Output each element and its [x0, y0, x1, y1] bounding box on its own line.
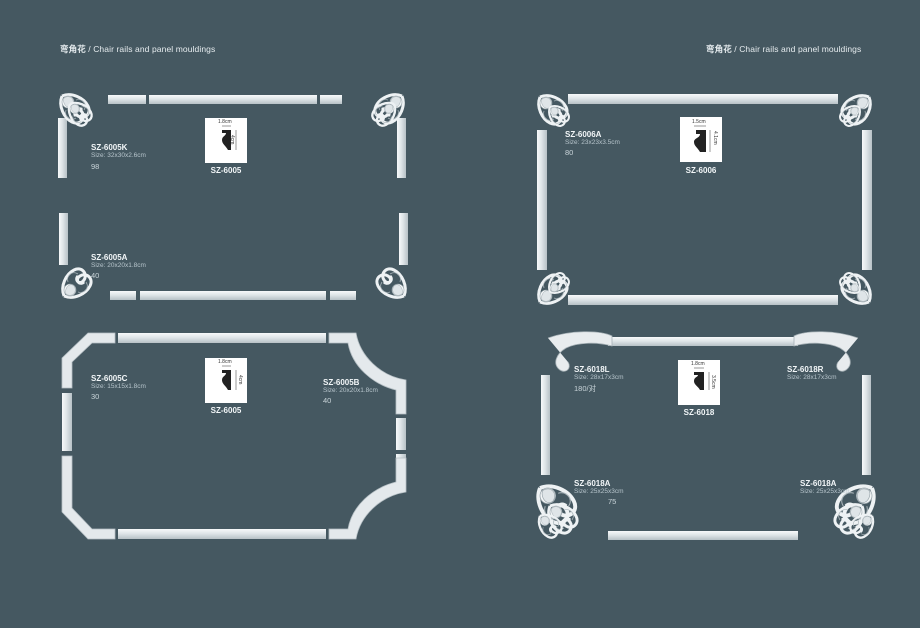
profile-2-width: 1.5cm	[692, 119, 706, 125]
label-sz6018a-left: SZ-6018A Size: 25x25x3cm 75	[574, 479, 624, 506]
profile-4-code: SZ-6018	[683, 408, 715, 417]
panel-sz6018-frame	[536, 331, 876, 540]
profile-3-width: 1.8cm	[218, 359, 232, 365]
corner-ornament	[536, 484, 579, 539]
product-code: SZ-6006A	[565, 130, 602, 139]
profile-box-4	[678, 360, 720, 405]
product-price: 180/对	[574, 384, 597, 393]
panel-sz6006a-frame	[537, 94, 872, 305]
profile-2-code: SZ-6006	[685, 166, 717, 175]
label-sz6018a-right: SZ-6018A Size: 25x25x3cm	[800, 479, 850, 495]
product-size: Size: 32x30x2.6cm	[91, 152, 146, 159]
product-code: SZ-6005C	[91, 374, 128, 383]
label-sz6006a: SZ-6006A Size: 23x23x3.5cm 80	[565, 130, 620, 157]
header-left: 弯角花 / Chair rails and panel mouldings	[60, 43, 215, 55]
product-code: SZ-6018A	[574, 479, 611, 488]
profile-1-code: SZ-6005	[210, 166, 242, 175]
product-size: Size: 25x25x3cm	[800, 488, 850, 495]
product-price: 40	[91, 271, 100, 280]
profile-1-height: 4cm	[229, 135, 235, 145]
header-right-en: / Chair rails and panel mouldings	[731, 44, 862, 54]
product-code: SZ-6018R	[787, 365, 824, 374]
product-price: 40	[323, 396, 332, 405]
label-sz6005b: SZ-6005B Size: 20x20x1.8cm 40	[323, 378, 378, 405]
corner-ornament	[537, 94, 571, 128]
profile-3-code: SZ-6005	[210, 406, 242, 415]
header-left-cn: 弯角花	[60, 45, 86, 55]
header-right: 弯角花 / Chair rails and panel mouldings	[706, 43, 861, 55]
corner-ornament	[375, 267, 407, 299]
product-price: 75	[608, 497, 617, 506]
profile-box-1	[205, 118, 247, 163]
panel-sz6005c-frame	[61, 332, 407, 540]
product-price: 30	[91, 392, 100, 401]
corner-ornament	[838, 94, 872, 128]
profile-3-height: 4cm	[237, 375, 243, 385]
label-sz6005a: SZ-6005A Size: 20x20x1.8cm 40	[91, 253, 146, 280]
product-size: Size: 25x25x3cm	[574, 488, 624, 495]
product-size: Size: 20x20x1.8cm	[91, 262, 146, 269]
product-size: Size: 23x23x3.5cm	[565, 139, 620, 146]
product-code: SZ-6005K	[91, 143, 128, 152]
product-size: Size: 15x15x1.8cm	[91, 383, 146, 390]
product-price: 80	[565, 148, 574, 157]
profile-4-width: 1.8cm	[691, 361, 705, 367]
profile-box-2	[680, 117, 722, 162]
product-code: SZ-6018L	[574, 365, 610, 374]
product-size: Size: 28x17x3cm	[574, 374, 624, 381]
profile-1-width: 1.8cm	[218, 119, 232, 125]
label-sz6018l: SZ-6018L Size: 28x17x3cm 180/对	[574, 365, 624, 394]
product-code: SZ-6005B	[323, 378, 360, 387]
label-sz6005k: SZ-6005K Size: 32x30x2.6cm 98	[91, 143, 146, 171]
product-size: Size: 28x17x3cm	[787, 374, 837, 381]
product-code: SZ-6018A	[800, 479, 837, 488]
label-sz6005c: SZ-6005C Size: 15x15x1.8cm 30	[91, 374, 146, 401]
panel-sz6005k-frame	[58, 93, 406, 178]
panel-sz6005a-frame	[59, 213, 408, 300]
profile-4-height: 3.5cm	[710, 375, 716, 389]
product-price: 98	[91, 162, 100, 171]
label-sz6018r: SZ-6018R Size: 28x17x3cm	[787, 365, 837, 381]
corner-ornament	[61, 267, 93, 299]
corner-ornament	[537, 271, 571, 305]
product-size: Size: 20x20x1.8cm	[323, 387, 378, 394]
header-right-cn: 弯角花	[706, 45, 732, 55]
product-code: SZ-6005A	[91, 253, 128, 262]
profile-2-height: 4.1cm	[712, 131, 718, 145]
profile-box-3	[205, 358, 247, 403]
corner-ornament	[838, 271, 872, 305]
header-left-en: / Chair rails and panel mouldings	[85, 44, 216, 54]
